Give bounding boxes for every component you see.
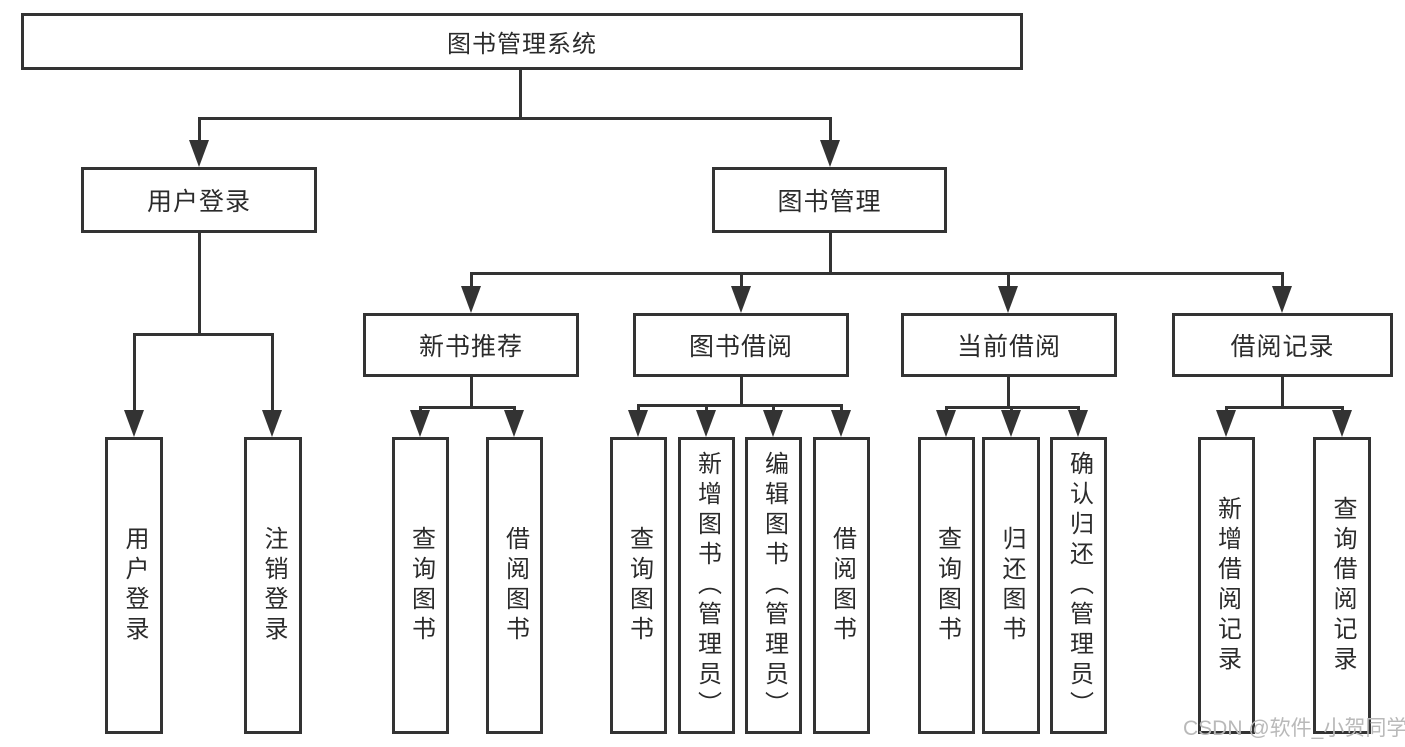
connector-line [470, 376, 473, 409]
arrow-down-icon [998, 286, 1018, 313]
arrow-down-icon [461, 286, 481, 313]
node-label: 新增借阅记录 [1213, 495, 1241, 676]
connector-line [198, 233, 201, 336]
connector-line [1281, 272, 1284, 290]
connector-line [133, 333, 136, 413]
connector-line [519, 69, 522, 118]
node-label: 查询图书 [625, 525, 653, 646]
arrow-down-icon [831, 410, 851, 437]
arrow-down-icon [1068, 410, 1088, 437]
connector-line [271, 333, 274, 413]
connector-line [637, 404, 843, 407]
node-label: 用户登录 [146, 188, 251, 216]
node-confirm-return-admin: 确认归还（管理员） [1050, 437, 1107, 734]
node-query-books-current: 查询图书 [918, 437, 975, 734]
node-add-books-admin: 新增图书（管理员） [678, 437, 735, 734]
connector-line [1281, 376, 1284, 409]
connector-line [740, 272, 743, 290]
node-label: 用户登录 [121, 525, 148, 646]
arrow-down-icon [628, 410, 648, 437]
node-label: 图书管理 [777, 188, 882, 216]
connector-line [637, 404, 640, 414]
connector-line [198, 117, 201, 143]
node-label: 查询图书 [933, 525, 961, 646]
arrow-down-icon [1001, 410, 1021, 437]
arrow-down-icon [1272, 286, 1292, 313]
arrow-down-icon [262, 410, 282, 437]
arrow-down-icon [504, 410, 524, 437]
node-label: 确认归还（管理员） [1065, 450, 1093, 721]
node-logout: 注销登录 [244, 437, 302, 734]
node-query-borrow-record: 查询借阅记录 [1313, 437, 1371, 734]
connector-line [829, 233, 832, 275]
arrow-down-icon [1332, 410, 1352, 437]
arrow-down-icon [696, 410, 716, 437]
node-label: 查询借阅记录 [1329, 495, 1356, 676]
node-label: 新书推荐 [418, 333, 523, 361]
node-label: 新增图书（管理员） [693, 450, 721, 721]
connector-line [840, 404, 843, 414]
arrow-down-icon [189, 140, 209, 167]
node-borrow-books-recommend: 借阅图书 [486, 437, 543, 734]
arrow-down-icon [124, 410, 144, 437]
node-borrowing-records: 借阅记录 [1172, 313, 1393, 377]
node-borrow-books: 借阅图书 [813, 437, 870, 734]
node-label: 借阅图书 [828, 525, 856, 646]
arrow-down-icon [820, 140, 840, 167]
connector-line [740, 376, 743, 407]
connector-line [419, 406, 515, 409]
connector-line [198, 117, 832, 120]
arrow-down-icon [763, 410, 783, 437]
connector-line [772, 404, 775, 414]
node-current-borrowing: 当前借阅 [901, 313, 1117, 377]
arrow-down-icon [1216, 410, 1236, 437]
node-label: 借阅图书 [501, 525, 529, 646]
connector-line [470, 272, 473, 290]
node-user-login-leaf: 用户登录 [105, 437, 163, 734]
node-label: 当前借阅 [956, 333, 1061, 361]
connector-line [1225, 406, 1344, 409]
node-label: 编辑图书（管理员） [760, 450, 788, 721]
watermark: CSDN @软件_小贺同学 [1183, 717, 1405, 740]
connector-line [829, 117, 832, 143]
connector-line [1007, 272, 1010, 290]
connector-line [705, 404, 708, 414]
connector-line [1007, 376, 1010, 409]
node-label: 查询图书 [407, 525, 435, 646]
connector-line [133, 333, 274, 336]
connector-line [470, 272, 1283, 275]
node-label: 注销登录 [260, 525, 287, 646]
node-query-books-recommend: 查询图书 [392, 437, 449, 734]
node-user-login: 用户登录 [81, 167, 317, 233]
node-add-borrow-record: 新增借阅记录 [1198, 437, 1255, 734]
arrow-down-icon [731, 286, 751, 313]
node-new-book-recommend: 新书推荐 [363, 313, 579, 377]
node-book-borrowing: 图书借阅 [633, 313, 849, 377]
node-return-books: 归还图书 [982, 437, 1040, 734]
node-edit-books-admin: 编辑图书（管理员） [745, 437, 802, 734]
node-label: 归还图书 [998, 525, 1025, 646]
node-label: 借阅记录 [1230, 333, 1335, 361]
node-label: 图书借阅 [688, 333, 793, 361]
node-query-books-borrowing: 查询图书 [610, 437, 667, 734]
node-label: 图书管理系统 [447, 31, 597, 58]
arrow-down-icon [936, 410, 956, 437]
node-library-management-system: 图书管理系统 [21, 13, 1023, 70]
node-book-management: 图书管理 [712, 167, 947, 233]
arrow-down-icon [410, 410, 430, 437]
